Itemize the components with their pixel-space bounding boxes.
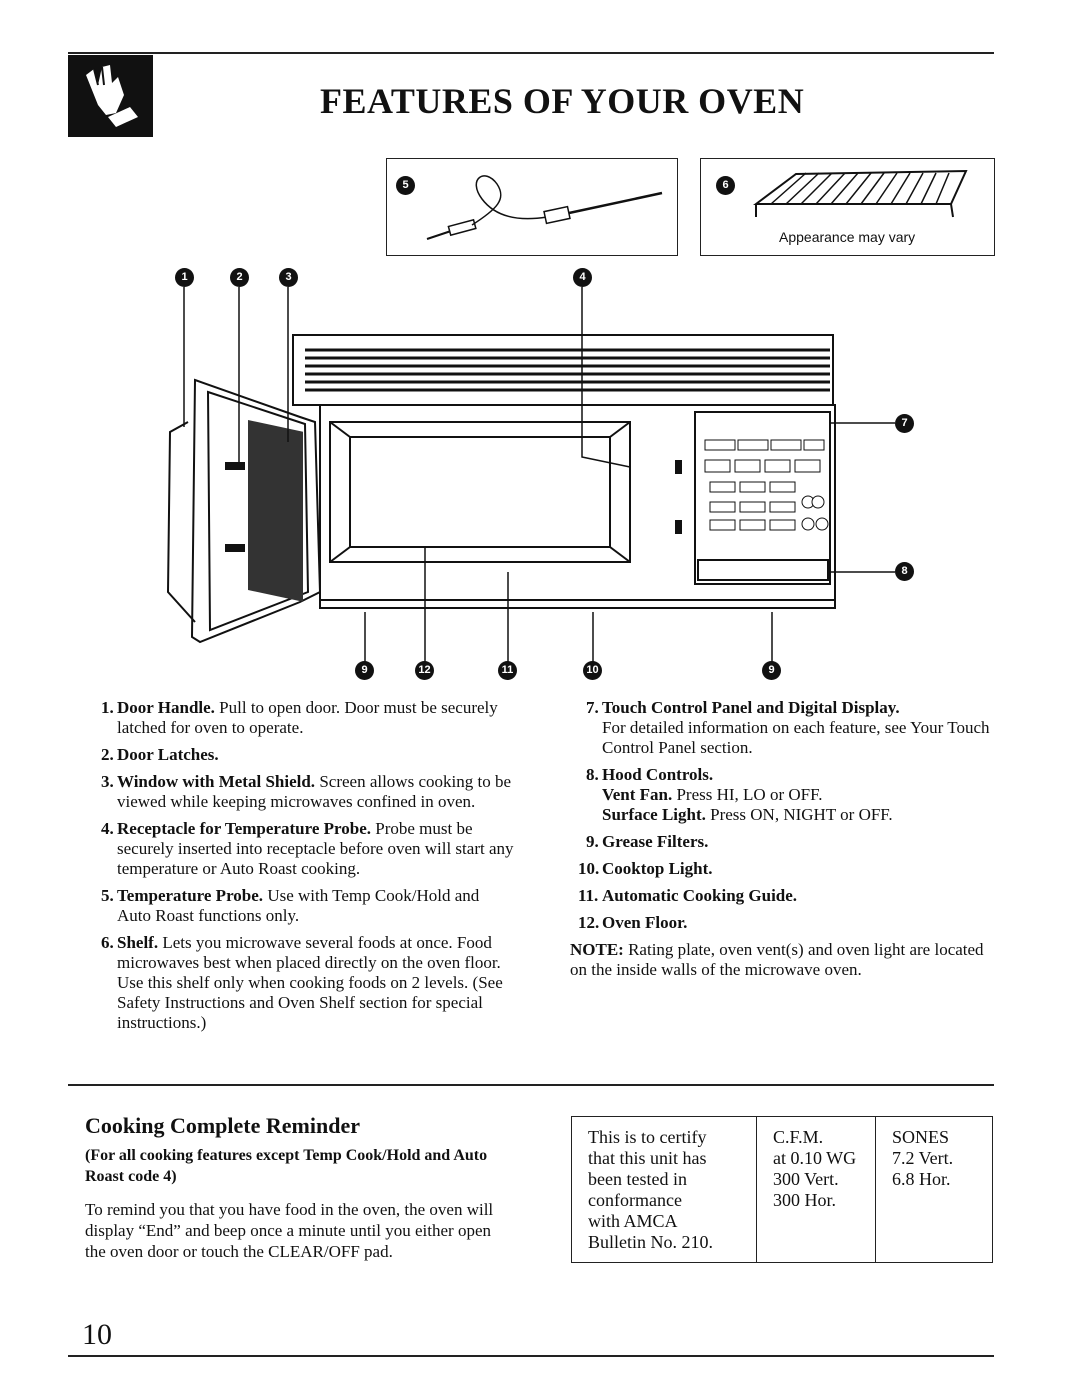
temperature-probe-icon: [426, 175, 663, 240]
callout-7: 7: [895, 414, 914, 433]
cooking-complete-reminder: Cooking Complete Reminder (For all cooki…: [85, 1113, 515, 1262]
reminder-heading: Cooking Complete Reminder: [85, 1113, 360, 1138]
bottom-rule: [68, 1355, 994, 1357]
reminder-body: To remind you that you have food in the …: [85, 1200, 494, 1261]
callout-6: 6: [716, 176, 735, 195]
callout-11: 11: [498, 661, 517, 680]
list-item: 6.Shelf. Lets you microwave several food…: [101, 933, 503, 1032]
callout-4: 4: [573, 268, 592, 287]
callout-9-left: 9: [355, 661, 374, 680]
callout-1: 1: [175, 268, 194, 287]
top-rule: [68, 52, 994, 54]
oven-diagram: [166, 287, 895, 662]
cert-col-sones: SONES 7.2 Vert. 6.8 Hor.: [892, 1127, 954, 1189]
callout-5: 5: [396, 176, 415, 195]
probe-figure: [386, 158, 678, 256]
list-item: 8.Hood Controls. Vent Fan. Press HI, LO …: [586, 765, 893, 824]
note: NOTE: Rating plate, oven vent(s) and ove…: [570, 940, 984, 979]
callout-9-right: 9: [762, 661, 781, 680]
cert-col-statement: This is to certify that this unit has be…: [572, 1117, 757, 1262]
manual-logo: [68, 55, 153, 137]
callout-10: 10: [583, 661, 602, 680]
section-rule: [68, 1084, 994, 1086]
hand-pressing-pad-icon: [86, 65, 138, 127]
callout-2: 2: [230, 268, 249, 287]
reminder-subheading: (For all cooking features except Temp Co…: [85, 1147, 488, 1185]
shelf-figure: Appearance may vary: [700, 158, 995, 256]
list-item: 2.Door Latches.: [101, 745, 219, 764]
list-item: 12.Oven Floor.: [578, 913, 688, 932]
list-item: 3.Window with Metal Shield. Screen allow…: [101, 772, 511, 811]
list-item: 9.Grease Filters.: [586, 832, 709, 851]
shelf-caption: Appearance may vary: [779, 229, 916, 245]
list-item: 7.Touch Control Panel and Digital Displa…: [586, 698, 990, 757]
callout-3: 3: [279, 268, 298, 287]
page-number: 10: [82, 1318, 112, 1351]
oven-shelf-icon: [753, 169, 968, 218]
cert-col-cfm: C.F.M. at 0.10 WG 300 Vert. 300 Hor.: [757, 1117, 876, 1262]
list-item: 11.Automatic Cooking Guide.: [578, 886, 798, 905]
callout-12: 12: [415, 661, 434, 680]
amca-certificate: This is to certify that this unit has be…: [571, 1116, 993, 1263]
list-item: 4.Receptacle for Temperature Probe. Prob…: [101, 819, 514, 878]
list-item: 1.Door Handle. Pull to open door. Door m…: [101, 698, 498, 737]
list-item: 10.Cooktop Light.: [578, 859, 713, 878]
callout-8: 8: [895, 562, 914, 581]
feature-list-right: 7.Touch Control Panel and Digital Displa…: [570, 698, 990, 980]
page-title: FEATURES OF YOUR OVEN: [320, 81, 805, 121]
list-item: 5.Temperature Probe. Use with Temp Cook/…: [101, 886, 480, 925]
feature-list-left: 1.Door Handle. Pull to open door. Door m…: [85, 698, 515, 1040]
